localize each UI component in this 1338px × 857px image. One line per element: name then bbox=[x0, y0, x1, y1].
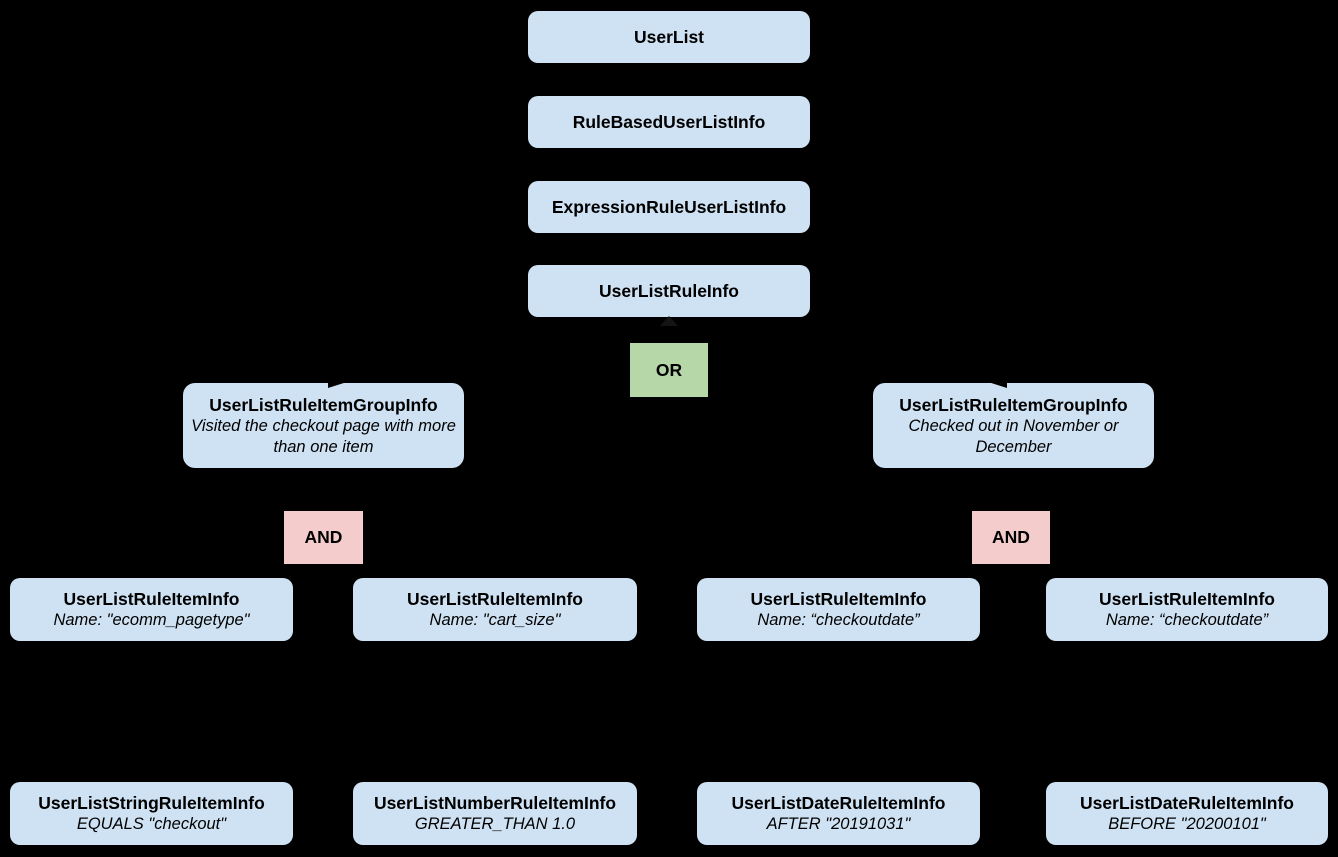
node-stringruleitem: UserListStringRuleItemInfo EQUALS "check… bbox=[10, 782, 293, 845]
node-userlistruleinfo: UserListRuleInfo bbox=[528, 265, 810, 317]
node-rulebaseduserlistinfo-label: RuleBasedUserListInfo bbox=[572, 112, 766, 132]
node-userlistruleinfo-label: UserListRuleInfo bbox=[598, 281, 740, 301]
node-ruleitemgroup-left-description: Visited the checkout page with more than… bbox=[191, 416, 456, 456]
node-ruleitem-checkoutdate-2-title: UserListRuleItemInfo bbox=[1099, 589, 1275, 609]
arrowhead-mark-left-group bbox=[328, 382, 347, 388]
node-ruleitem-checkoutdate-2: UserListRuleItemInfo Name: “checkoutdate… bbox=[1046, 578, 1328, 641]
and-operator-right-label: AND bbox=[992, 527, 1030, 547]
or-operator-box: OR bbox=[630, 343, 708, 397]
node-ruleitem-ecomm-pagetype: UserListRuleItemInfo Name: "ecomm_pagety… bbox=[10, 578, 293, 641]
node-ruleitem-checkoutdate-1-subtitle: Name: “checkoutdate” bbox=[757, 611, 920, 629]
node-ruleitem-cart-size-subtitle: Name: "cart_size" bbox=[429, 611, 561, 629]
node-numberruleitem-title: UserListNumberRuleItemInfo bbox=[373, 793, 617, 813]
and-operator-right-box: AND bbox=[972, 511, 1050, 564]
node-ruleitemgroup-right: UserListRuleItemGroupInfo Checked out in… bbox=[873, 383, 1154, 468]
node-dateruleitem-after-title: UserListDateRuleItemInfo bbox=[731, 793, 946, 813]
node-userlist: UserList bbox=[528, 11, 810, 63]
node-ruleitemgroup-left: UserListRuleItemGroupInfo Visited the ch… bbox=[183, 383, 464, 468]
node-rulebaseduserlistinfo: RuleBasedUserListInfo bbox=[528, 96, 810, 148]
or-operator-label: OR bbox=[655, 359, 683, 380]
node-stringruleitem-subtitle: EQUALS "checkout" bbox=[76, 815, 227, 833]
node-ruleitem-cart-size: UserListRuleItemInfo Name: "cart_size" bbox=[353, 578, 637, 641]
node-ruleitem-ecomm-pagetype-title: UserListRuleItemInfo bbox=[63, 589, 240, 609]
node-ruleitemgroup-right-title: UserListRuleItemGroupInfo bbox=[899, 394, 1128, 415]
node-userlist-label: UserList bbox=[633, 27, 705, 47]
node-numberruleitem-subtitle: GREATER_THAN 1.0 bbox=[414, 815, 576, 833]
node-dateruleitem-before-subtitle: BEFORE "20200101" bbox=[1108, 815, 1266, 833]
node-ruleitem-checkoutdate-1-title: UserListRuleItemInfo bbox=[750, 589, 927, 609]
node-dateruleitem-before-title: UserListDateRuleItemInfo bbox=[1080, 793, 1294, 813]
arrowhead-mark-right-group bbox=[988, 382, 1007, 388]
node-ruleitemgroup-left-title: UserListRuleItemGroupInfo bbox=[209, 394, 438, 415]
node-stringruleitem-title: UserListStringRuleItemInfo bbox=[38, 793, 265, 813]
node-dateruleitem-before: UserListDateRuleItemInfo BEFORE "2020010… bbox=[1046, 782, 1328, 845]
and-operator-left-label: AND bbox=[304, 527, 343, 547]
node-dateruleitem-after: UserListDateRuleItemInfo AFTER "20191031… bbox=[697, 782, 980, 845]
node-expressionruleuserlistinfo: ExpressionRuleUserListInfo bbox=[528, 181, 810, 233]
node-ruleitem-cart-size-title: UserListRuleItemInfo bbox=[407, 589, 583, 609]
node-ruleitem-checkoutdate-2-subtitle: Name: “checkoutdate” bbox=[1105, 611, 1269, 629]
node-ruleitem-ecomm-pagetype-subtitle: Name: "ecomm_pagetype" bbox=[53, 611, 250, 629]
node-dateruleitem-after-subtitle: AFTER "20191031" bbox=[766, 815, 911, 833]
node-ruleitem-checkoutdate-1: UserListRuleItemInfo Name: “checkoutdate… bbox=[697, 578, 980, 641]
arrowhead-mark-ruleinfo bbox=[660, 316, 678, 326]
node-ruleitemgroup-right-description: Checked out in November or December bbox=[908, 416, 1119, 456]
node-expressionruleuserlistinfo-label: ExpressionRuleUserListInfo bbox=[551, 197, 787, 217]
node-numberruleitem: UserListNumberRuleItemInfo GREATER_THAN … bbox=[353, 782, 637, 845]
and-operator-left-box: AND bbox=[284, 511, 363, 564]
